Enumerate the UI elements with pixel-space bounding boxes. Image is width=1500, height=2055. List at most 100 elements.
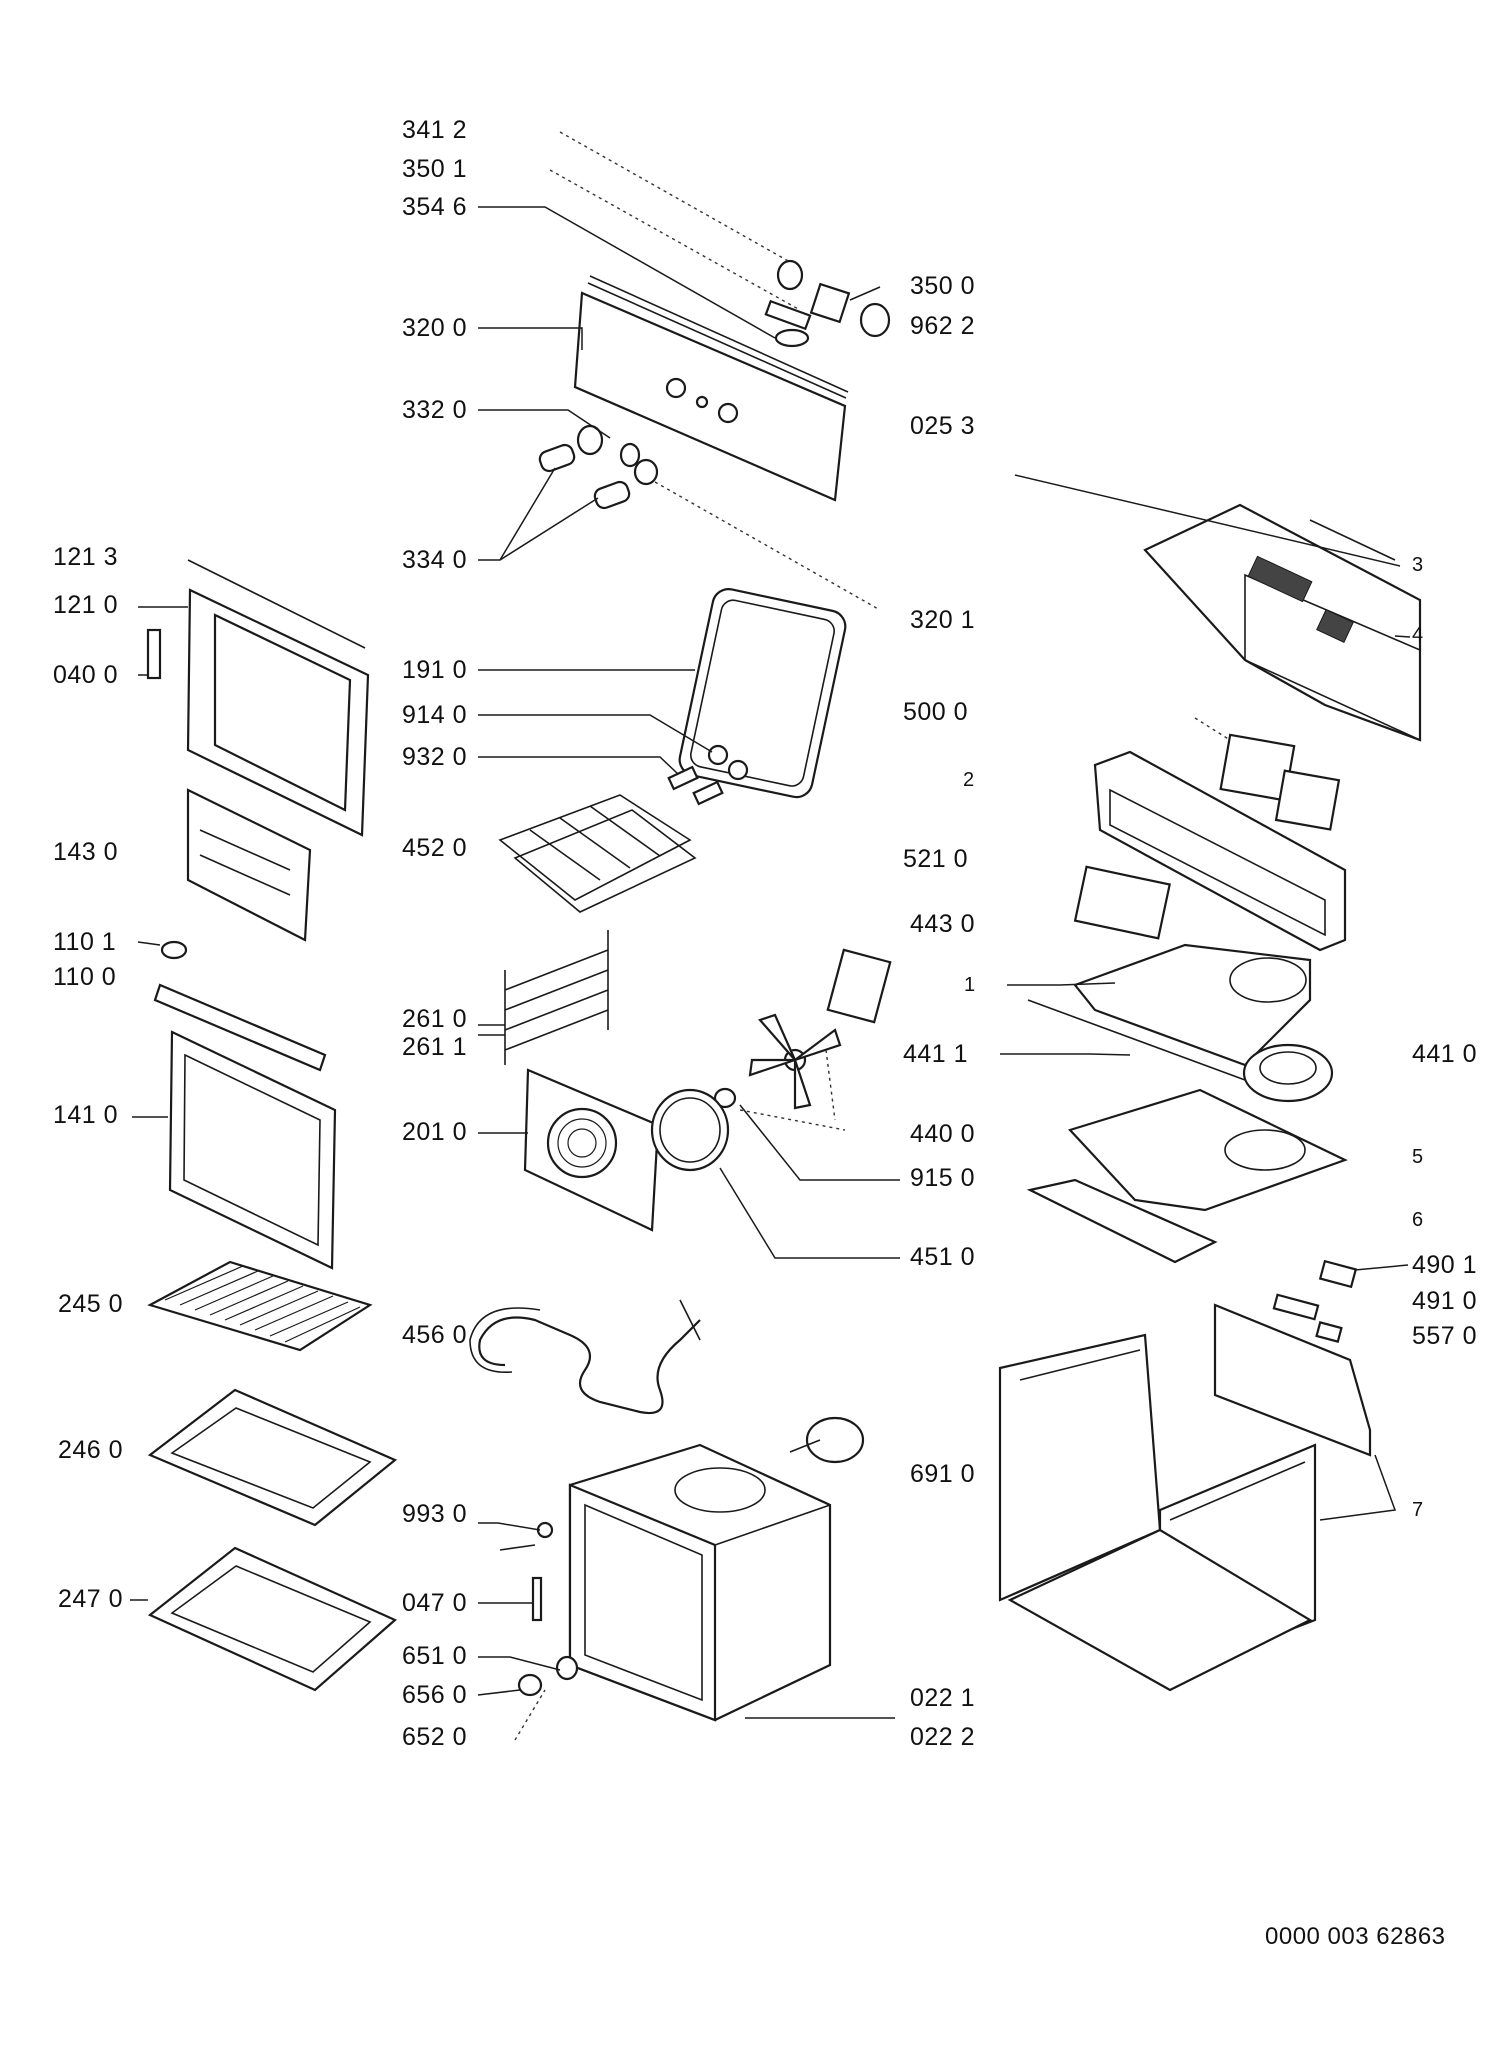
label-456-0: 456 0 [402, 1321, 468, 1349]
label-656-0: 656 0 [402, 1681, 468, 1709]
label-443-0: 443 0 [910, 910, 976, 938]
fan-441-0 [1242, 1043, 1334, 1103]
knob-hole [665, 377, 687, 399]
label-341-2: 341 2 [402, 116, 468, 144]
bracket-2b [1073, 865, 1171, 940]
base-7d [1007, 1528, 1313, 1692]
screw-993-0 [536, 1521, 554, 1539]
label-261-0: 261 0 [402, 1005, 468, 1033]
label-320-1: 320 1 [910, 606, 976, 634]
trim-4 [1309, 519, 1396, 561]
center-parts-group [469, 588, 892, 1722]
label-651-0: 651 0 [402, 1642, 468, 1670]
electronics-module-3 [1143, 503, 1422, 742]
bracket-350-1 [764, 299, 812, 331]
label-500-0: 500 0 [903, 698, 969, 726]
label-350-0: 350 0 [910, 272, 976, 300]
gasket-451-0 [650, 1088, 730, 1172]
hinge-040-0 [146, 628, 162, 680]
door-glass-143-0 [186, 788, 312, 942]
label-350-1: 350 1 [402, 155, 468, 183]
label-452-0: 452 0 [402, 834, 468, 862]
knob-insert-651-0 [555, 1655, 579, 1681]
trim-strip-6 [1026, 1178, 1218, 1264]
top-plate-1 [1073, 943, 1312, 1067]
label-group-2: 2 [963, 769, 975, 791]
label-441-1: 441 1 [903, 1040, 969, 1068]
label-group-3: 3 [1412, 554, 1424, 576]
label-557-0: 557 0 [1412, 1322, 1478, 1350]
label-915-0: 915 0 [910, 1164, 976, 1192]
door-trim-121-3 [187, 559, 366, 649]
label-332-0: 332 0 [402, 396, 468, 424]
lamp-962-2 [859, 302, 891, 338]
label-201-0: 201 0 [402, 1118, 468, 1146]
label-490-1: 490 1 [1412, 1251, 1478, 1279]
insulation-plate-5 [1068, 1088, 1348, 1212]
outer-door-glass-141-0 [168, 1030, 337, 1270]
label-320-0: 320 0 [402, 314, 468, 342]
label-491-0: 491 0 [1412, 1287, 1478, 1315]
label-521-0: 521 0 [903, 845, 969, 873]
label-245-0: 245 0 [58, 1290, 124, 1318]
control-panel-group [538, 259, 891, 510]
label-441-0: 441 0 [1412, 1040, 1478, 1068]
front-frame-2 [1093, 750, 1347, 952]
fan-motor-443-0 [826, 948, 892, 1024]
label-246-0: 246 0 [58, 1436, 124, 1464]
label-932-0: 932 0 [402, 743, 468, 771]
label-143-0: 143 0 [53, 838, 119, 866]
rear-plate-7a [1213, 1303, 1372, 1457]
label-110-1: 110 1 [53, 928, 117, 956]
door-handle-110-0 [153, 983, 327, 1072]
clip-047-0 [531, 1576, 543, 1622]
grid-shelf-245-0 [147, 1260, 373, 1352]
heating-element-456-0 [478, 1316, 701, 1415]
label-group-5: 5 [1412, 1146, 1424, 1168]
handle-bracket-110-1 [160, 940, 188, 960]
ring-656-0 [517, 1673, 543, 1697]
label-191-0: 191 0 [402, 656, 468, 684]
lamp-691-0 [805, 1416, 865, 1464]
grill-rack-452-0 [498, 794, 692, 901]
door-seal-191-0 [678, 588, 847, 799]
spring-932-0 [667, 765, 699, 791]
right-assemblies-group [998, 503, 1422, 1692]
knob-334-0b [593, 480, 631, 510]
label-334-0: 334 0 [402, 546, 468, 574]
fan-440-0 [748, 1013, 842, 1110]
label-261-1: 261 1 [402, 1033, 468, 1061]
label-652-0: 652 0 [402, 1723, 468, 1751]
label-141-0: 141 0 [53, 1101, 119, 1129]
part-490-1 [1318, 1259, 1358, 1289]
label-025-3: 025 3 [910, 412, 976, 440]
label-247-0: 247 0 [58, 1585, 124, 1613]
knob-341-2 [776, 259, 804, 291]
label-121-3: 121 3 [53, 543, 119, 571]
label-022-1: 022 1 [910, 1684, 976, 1712]
window-354-6 [774, 328, 810, 348]
label-691-0: 691 0 [910, 1460, 976, 1488]
knob-ring-332-0 [576, 424, 604, 456]
knob-hole [717, 402, 739, 424]
fan-nut-915-0 [713, 1087, 737, 1109]
switch-350-0 [809, 282, 851, 324]
part-491-0 [1272, 1293, 1320, 1321]
label-121-0: 121 0 [53, 591, 119, 619]
control-panel-320-0 [573, 291, 847, 502]
racks-trays-group [147, 1260, 398, 1692]
screw-914-0 [707, 744, 729, 766]
label-962-2: 962 2 [910, 312, 976, 340]
label-440-0: 440 0 [910, 1120, 976, 1148]
label-group-6: 6 [1412, 1209, 1424, 1231]
label-451-0: 451 0 [910, 1243, 976, 1271]
door-frame-group [146, 559, 370, 1270]
label-047-0: 047 0 [402, 1589, 468, 1617]
drawing-reference-code: 0000 003 62863 [1265, 1923, 1446, 1950]
label-110-0: 110 0 [53, 963, 117, 991]
label-group-1: 1 [964, 974, 976, 996]
strip-441-1 [1027, 999, 1246, 1081]
label-group-4: 4 [1412, 624, 1424, 646]
